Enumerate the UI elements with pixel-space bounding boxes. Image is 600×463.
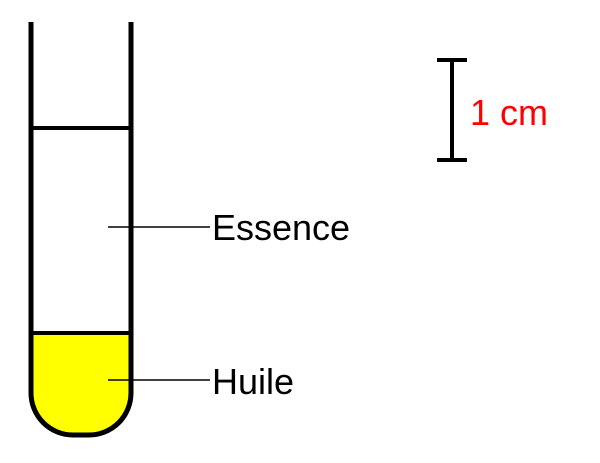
scale-bar-label: 1 cm — [470, 92, 548, 133]
oil-layer — [31, 333, 131, 435]
huile-label: Huile — [212, 361, 294, 402]
essence-label: Essence — [212, 207, 350, 248]
scale-bar — [437, 58, 467, 162]
test-tube-outline — [28, 22, 134, 438]
